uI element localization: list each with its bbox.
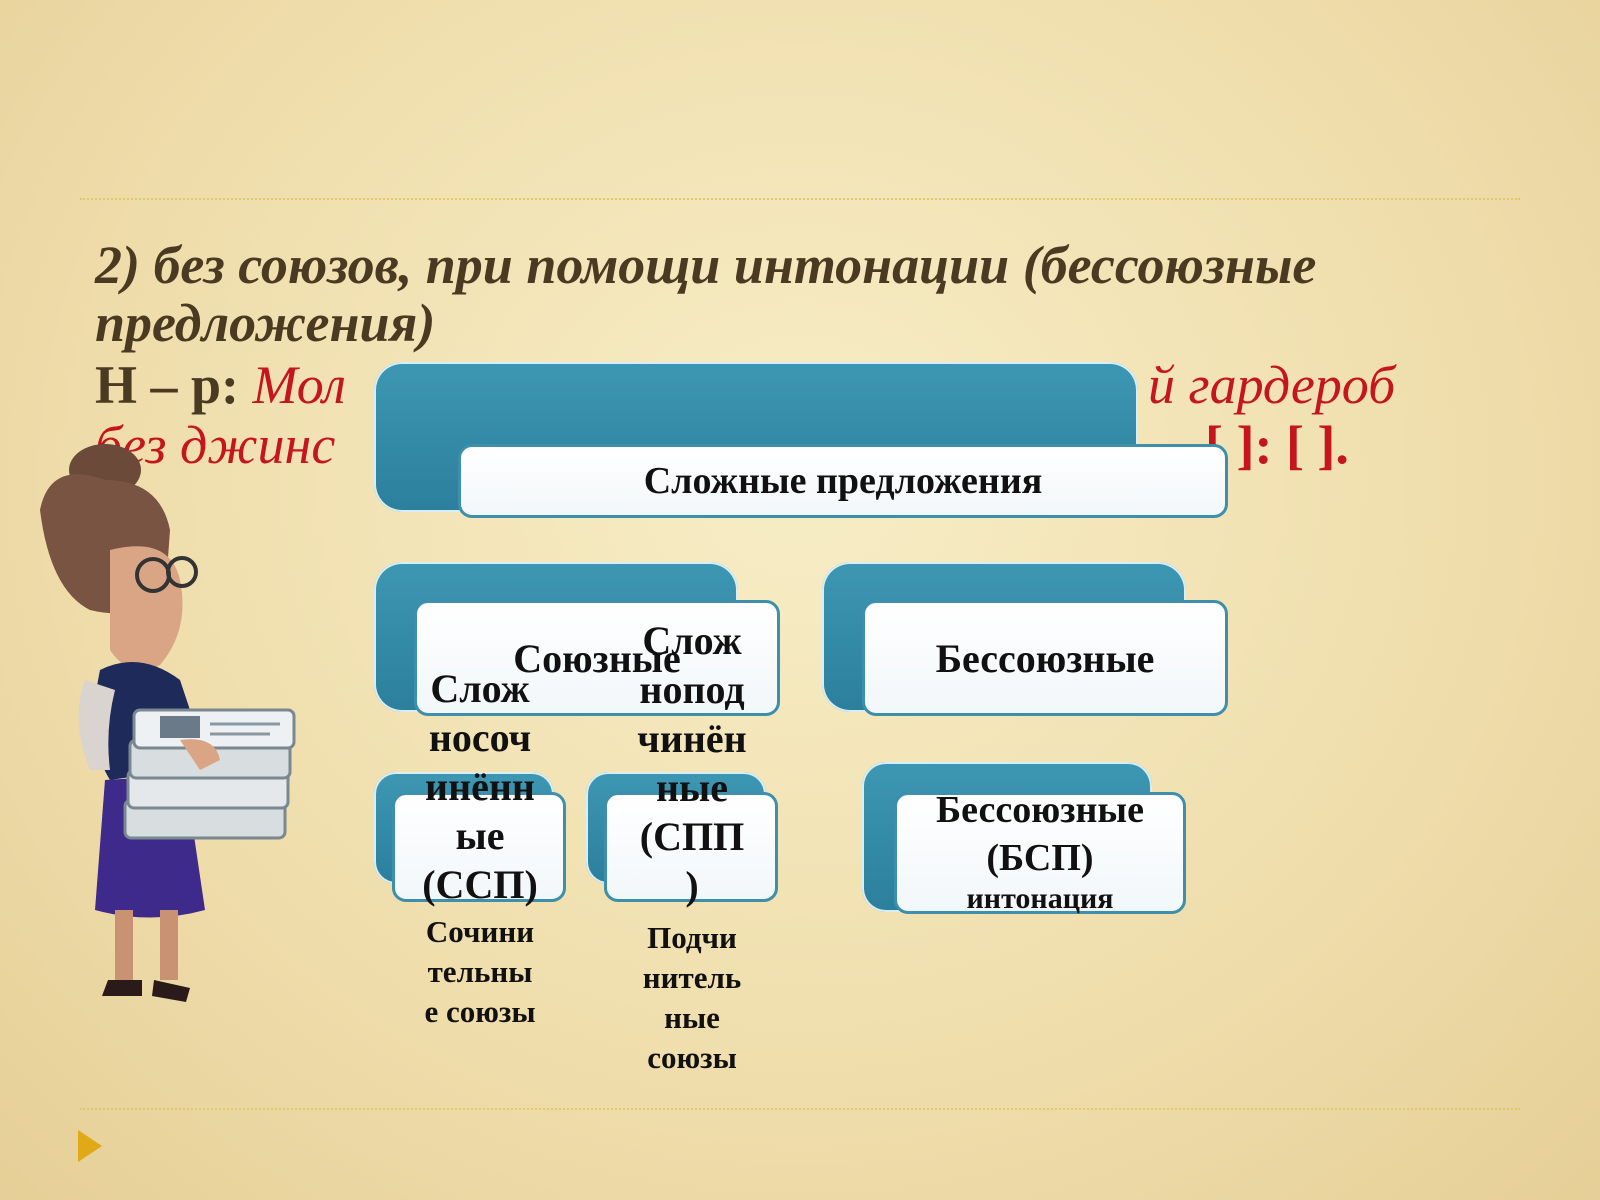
spp-label-line: (СПП — [639, 814, 745, 859]
root-box: Сложные предложения — [458, 444, 1228, 518]
spp-label: Слож нопод чинён ные (СПП ) — [608, 616, 776, 910]
spp-note-line: Подчи — [647, 920, 737, 955]
spp-note-line: союзы — [647, 1040, 737, 1075]
ssp-label-line: (ССП) — [422, 862, 538, 907]
bottom-divider — [80, 1108, 1520, 1110]
non-union-box: Бессоюзные — [862, 600, 1228, 716]
union-label: Союзные — [513, 635, 681, 681]
spp-note-line: ные — [664, 1000, 720, 1035]
bsp-label-line: (БСП) — [986, 837, 1094, 879]
example-line-1: Н – р: Мол — [95, 356, 346, 414]
example-prefix: Н – р: — [95, 355, 253, 415]
slide-heading: 2) без союзов, при помощи интонации (бес… — [95, 235, 1317, 353]
play-arrow-icon[interactable] — [78, 1130, 102, 1162]
bsp-label-line: Бессоюзные — [936, 789, 1144, 831]
spp-label-line: ) — [685, 863, 699, 908]
spp-label-line: чинён — [637, 716, 747, 761]
top-divider — [80, 198, 1520, 200]
ssp-label-line: Слож — [430, 666, 530, 711]
ssp-label-line: инённ — [425, 764, 535, 809]
ssp-label-line: носоч — [428, 715, 532, 760]
ssp-note-line: е союзы — [424, 994, 536, 1029]
example-text-end: й гардероб — [1148, 355, 1396, 415]
example-text-start: Мол — [252, 355, 346, 415]
ssp-note: Сочини тельны е союзы — [398, 912, 562, 1032]
ssp-box — [392, 792, 566, 902]
spp-label-line: ные — [655, 765, 729, 810]
union-box: Союзные — [414, 600, 780, 716]
spp-note-line: нитель — [642, 960, 742, 995]
ssp-note-line: Сочини — [425, 914, 535, 949]
non-union-label: Бессоюзные — [935, 635, 1155, 681]
spp-label-line: нопод — [639, 667, 745, 712]
bsp-box — [894, 792, 1186, 914]
ssp-label-line: ые — [455, 813, 505, 858]
root-label: Сложные предложения — [643, 460, 1043, 502]
spp-label-line: Слож — [642, 618, 742, 663]
ssp-note-line: тельны — [427, 954, 533, 989]
ssp-label: Слож носоч инённ ые (ССП) — [398, 664, 562, 909]
example-scheme: [ ]: [ ]. — [1205, 415, 1349, 475]
teacher-clipart — [40, 444, 296, 1002]
bsp-note: интонация — [966, 882, 1114, 915]
bsp-label: Бессоюзные (БСП) интонация — [900, 786, 1180, 916]
spp-box — [604, 792, 778, 902]
spp-note: Подчи нитель ные союзы — [608, 918, 776, 1078]
